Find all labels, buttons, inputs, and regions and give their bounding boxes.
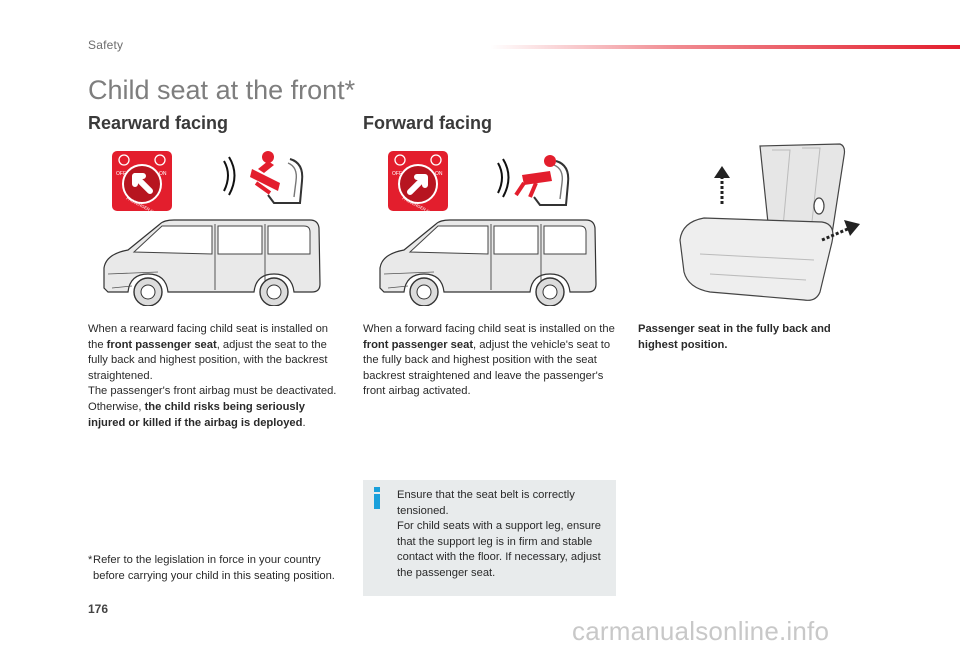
footnote-text: Refer to the legislation in force in you… <box>93 554 335 582</box>
forward-instructions: When a forward facing child seat is inst… <box>363 323 615 398</box>
van-illustration <box>374 214 600 307</box>
badge-off-label: OFF <box>116 171 126 177</box>
page-title: Child seat at the front* <box>88 75 356 105</box>
airbag-on-badge: OFF ON PASSENGER AIRBAG <box>388 151 448 220</box>
info-text: Ensure that the seat belt is correctly t… <box>397 488 607 582</box>
info-line-support-leg: For child seats with a support leg, ensu… <box>397 520 601 579</box>
forward-child-seat-icon <box>488 149 580 211</box>
heading-forward-facing: Forward facing <box>363 113 493 133</box>
passenger-seat-illustration <box>674 142 870 310</box>
watermark: carmanualsonline.info <box>572 616 830 646</box>
airbag-off-badge: OFF ON PASSENGER AIRBAG <box>112 151 172 220</box>
page-number: 176 <box>88 602 109 616</box>
seat-caption: Passenger seat in the fully back and hig… <box>638 323 831 351</box>
badge-on-label: ON <box>159 171 167 177</box>
badge-on-label: ON <box>435 171 443 177</box>
van-illustration <box>98 214 324 307</box>
info-box <box>363 480 616 596</box>
heading-rearward-facing: Rearward facing <box>88 113 229 133</box>
info-line-seat-belt: Ensure that the seat belt is correctly t… <box>397 489 575 517</box>
rearward-instructions: When a rearward facing child seat is ins… <box>88 323 337 429</box>
footnote-marker: * <box>88 554 93 566</box>
section-label: Safety <box>88 38 124 52</box>
header-accent-bar <box>490 45 960 49</box>
rearward-child-seat-icon <box>212 147 312 209</box>
badge-off-label: OFF <box>392 171 402 177</box>
info-icon <box>371 487 383 509</box>
